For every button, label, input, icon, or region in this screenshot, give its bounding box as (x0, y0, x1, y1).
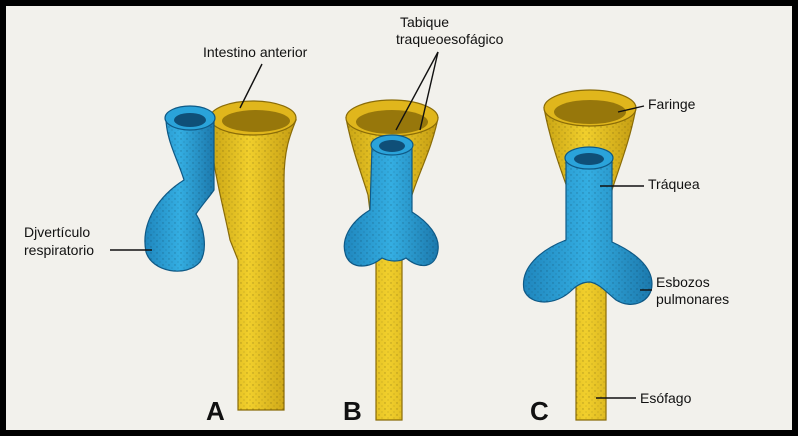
panel-letter-b: B (343, 396, 362, 427)
label-tabique-line1: Tabique (400, 14, 449, 30)
label-intestino-anterior: Intestino anterior (203, 44, 307, 60)
label-esbozos-line2: pulmonares (656, 291, 729, 307)
figure-b (344, 100, 438, 420)
figure-a (145, 101, 296, 410)
label-faringe: Faringe (648, 96, 695, 112)
panel-letter-c: C (530, 396, 549, 427)
label-diverticulo-line2: respiratorio (24, 242, 94, 258)
label-esbozos-line1: Esbozos (656, 274, 710, 290)
figure-c (523, 90, 652, 420)
label-diverticulo-line1: Djvertículo (24, 224, 90, 240)
label-esofago: Esófago (640, 390, 691, 406)
label-tabique-line2: traqueoesofágico (396, 31, 503, 47)
panel-letter-a: A (206, 396, 225, 427)
label-traquea: Tráquea (648, 176, 700, 192)
